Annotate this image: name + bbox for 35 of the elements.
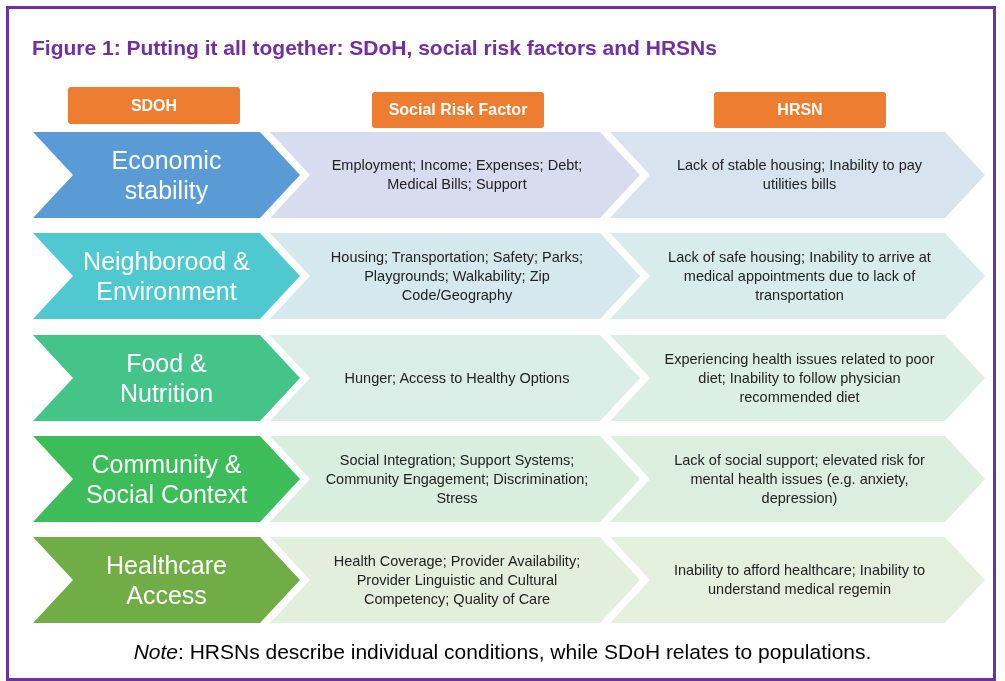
chevron-shape [33, 537, 300, 623]
description-text: Experiencing health issues related to poor diet; Inability to follow physician recommended diet [663, 349, 936, 407]
chevron-shape [270, 233, 640, 319]
chevron-shape [270, 132, 640, 218]
category-label: Food & Nutrition [118, 348, 215, 409]
chevron-shape [33, 233, 300, 319]
chevron-shape [610, 537, 985, 623]
column-header: HRSN [714, 92, 886, 128]
category-label: Community & Social Context [84, 449, 249, 510]
description-text: Hunger; Access to Healthy Options [343, 368, 571, 388]
category-label: Neighborood & Environment [82, 246, 251, 307]
column-header: Social Risk Factor [372, 92, 544, 128]
chevron-shape [33, 132, 300, 218]
chevron-shape [610, 436, 985, 522]
note-text: Note: HRSNs describe individual conditions, while SDoH relates to populations. [132, 640, 873, 664]
description-text: Health Coverage; Provider Availability; Provider Linguistic and Cultural Competency; Quality of Care [332, 551, 582, 609]
category-label: Healthcare Access [105, 550, 228, 611]
figure-title: Figure 1: Putting it all together: SDoH, social risk factors and HRSNs [32, 36, 717, 60]
description-text: Employment; Income; Expenses; Debt; Medical Bills; Support [330, 156, 584, 194]
description-text: Lack of stable housing; Inability to pay utilities bills [675, 156, 923, 194]
description-text: Lack of safe housing; Inability to arrive at medical appointments due to lack of transportation [667, 247, 932, 305]
description-text: Housing; Transportation; Safety; Parks; Playgrounds; Walkability; Zip Code/Geography [329, 247, 585, 305]
description-text: Lack of social support; elevated risk for mental health issues (e.g. anxiety, depression) [673, 450, 926, 508]
column-header: SDOH [68, 87, 240, 124]
chevron-shape [270, 537, 640, 623]
category-label: Economic stability [110, 145, 223, 206]
description-text: Social Integration; Support Systems; Community Engagement; Discrimination; Stress [324, 450, 590, 508]
chevron-shape [33, 335, 300, 421]
chevron-shape [610, 335, 985, 421]
chevron-shape [270, 335, 640, 421]
description-text: Inability to afford healthcare; Inability to understand medical regemin [672, 561, 927, 599]
chevron-shape [270, 436, 640, 522]
chevron-shape [610, 233, 985, 319]
chevron-shape [33, 436, 300, 522]
chevron-shape [610, 132, 985, 218]
